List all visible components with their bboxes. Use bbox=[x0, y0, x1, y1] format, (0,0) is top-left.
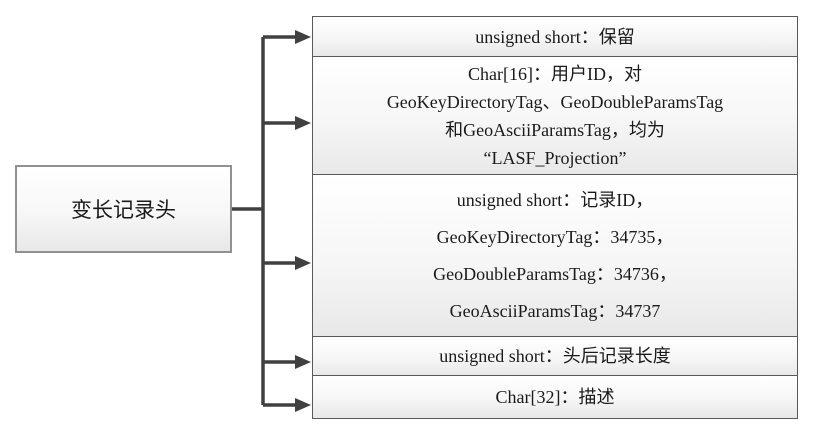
arrowhead-description bbox=[295, 398, 311, 412]
field-box-user-id-line-2: GeoKeyDirectoryTag、GeoDoubleParamsTag bbox=[386, 91, 724, 112]
field-box-record-length: unsigned short：头后记录长度 bbox=[312, 335, 798, 377]
field-box-record-length-line: unsigned short：头后记录长度 bbox=[439, 346, 671, 366]
field-boxes-column: unsigned short：保留 Char[16]：用户ID，对 GeoKey… bbox=[312, 16, 798, 419]
field-box-user-id-line-3: 和GeoAsciiParamsTag，均为 bbox=[445, 119, 665, 140]
arrowhead-reserved bbox=[295, 30, 311, 44]
field-box-user-id: Char[16]：用户ID，对 GeoKeyDirectoryTag、GeoDo… bbox=[312, 55, 798, 176]
arrowhead-record-length bbox=[295, 355, 311, 369]
field-box-user-id-line-4: “LASF_Projection” bbox=[483, 147, 627, 168]
field-box-record-id-line-3: GeoDoubleParamsTag：34736， bbox=[433, 263, 677, 284]
field-box-record-id-line-2: GeoKeyDirectoryTag：34735， bbox=[436, 226, 674, 247]
root-box-label: 变长记录头 bbox=[71, 198, 176, 222]
field-box-reserved-line: unsigned short：保留 bbox=[475, 26, 635, 47]
field-box-user-id-line-1: Char[16]：用户ID，对 bbox=[468, 63, 642, 84]
field-box-record-id-line-1: unsigned short：记录ID， bbox=[456, 189, 654, 210]
field-box-record-id-line-4: GeoAsciiParamsTag：34737 bbox=[449, 300, 661, 321]
arrowhead-record-id bbox=[295, 256, 311, 270]
root-box-variable-length-record-header: 变长记录头 bbox=[15, 165, 232, 253]
field-box-reserved: unsigned short：保留 bbox=[312, 16, 798, 57]
field-box-description-line: Char[32]：描述 bbox=[495, 387, 615, 407]
arrowhead-user-id bbox=[295, 116, 311, 130]
field-box-record-id: unsigned short：记录ID， GeoKeyDirectoryTag：… bbox=[312, 174, 798, 337]
field-box-description: Char[32]：描述 bbox=[312, 375, 798, 419]
